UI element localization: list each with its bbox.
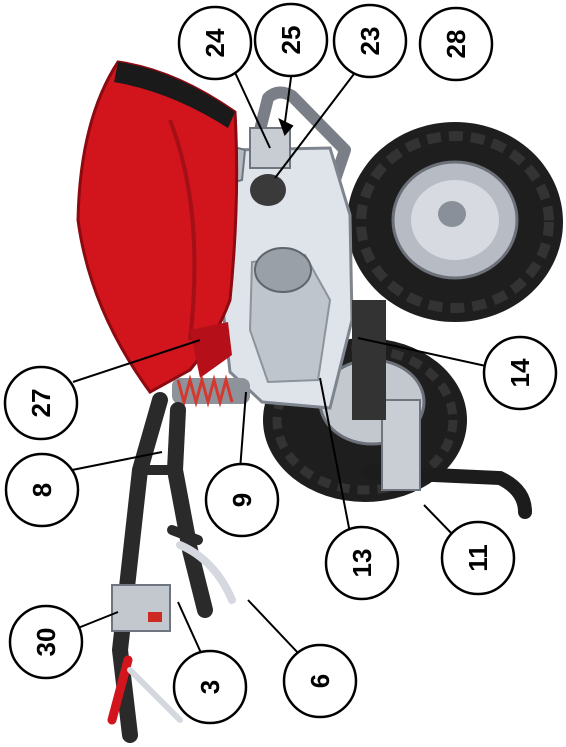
handlebar-left [111, 392, 168, 743]
callout-label-6: 6 [305, 674, 335, 688]
callout-label-8: 8 [27, 483, 57, 497]
callout-label-13: 13 [347, 549, 377, 578]
callout-label-14: 14 [505, 358, 535, 387]
callout-9: 9 [204, 462, 280, 538]
callout-23: 23 [332, 3, 408, 79]
callouts: 24 25 23 28 27 8 9 14 [3, 2, 558, 725]
callout-label-3: 3 [195, 680, 225, 694]
control-box [111, 584, 171, 632]
callout-14: 14 [482, 335, 558, 411]
large-wheel [347, 122, 563, 322]
callout-24: 24 [177, 5, 253, 81]
callout-label-11: 11 [463, 544, 493, 572]
spring-assembly [172, 374, 250, 408]
callout-13: 13 [324, 525, 400, 601]
callout-28: 28 [418, 6, 494, 82]
callout-label-9: 9 [227, 493, 257, 507]
callout-3: 3 [172, 649, 248, 725]
callout-25: 25 [253, 2, 329, 78]
callout-6: 6 [282, 643, 358, 719]
roll-bar [249, 86, 351, 232]
handlebar-right [166, 402, 213, 618]
red-lever [107, 655, 133, 725]
callout-label-28: 28 [441, 30, 471, 59]
callout-11: 11 [440, 520, 516, 596]
callout-label-24: 24 [200, 28, 230, 57]
machine-illustration [76, 60, 563, 743]
leader-lines [71, 65, 496, 656]
front-stand [361, 465, 532, 519]
callout-label-25: 25 [276, 26, 306, 55]
lever-6 [176, 541, 236, 604]
callout-30: 30 [8, 604, 84, 680]
callout-label-30: 30 [31, 628, 61, 657]
callout-8: 8 [4, 452, 80, 528]
callout-27: 27 [3, 365, 79, 441]
callout-label-27: 27 [26, 389, 56, 418]
callout-label-23: 23 [355, 27, 385, 56]
